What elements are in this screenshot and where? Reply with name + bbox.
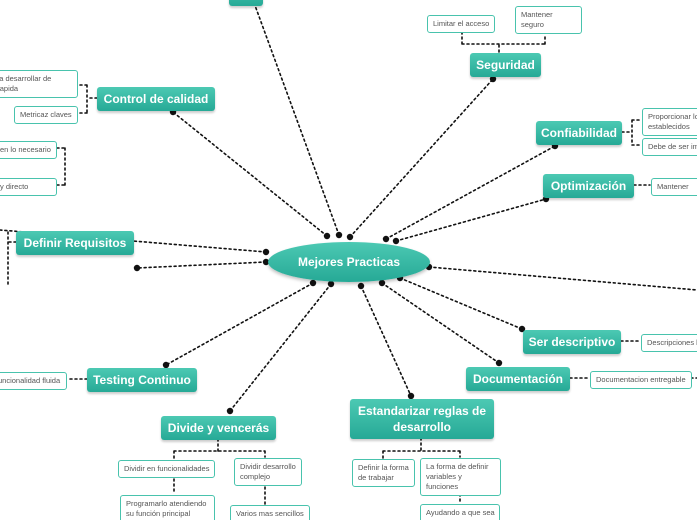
topic-optimizacion[interactable]: Optimización bbox=[543, 174, 634, 198]
subtopic-forma-definir[interactable]: La forma de definir variables y funcione… bbox=[420, 458, 501, 496]
subtopic-programarlo[interactable]: Programarlo atendiendo su función princi… bbox=[120, 495, 215, 520]
edge-root-right-offscreen bbox=[428, 266, 697, 291]
topic-definir-requisitos[interactable]: Definir Requisitos bbox=[16, 231, 134, 255]
topic-testing-continuo-label: Testing Continuo bbox=[93, 373, 191, 387]
edge-root-control-calidad bbox=[172, 111, 328, 237]
topic-estandarizar-label: Estandarizar reglas de desarrollo bbox=[357, 404, 487, 434]
subtopic-doc-entregable[interactable]: Documentacion entregable bbox=[590, 371, 692, 389]
edge-control-calidad-subs bbox=[77, 84, 98, 114]
dot-divide bbox=[226, 407, 234, 415]
topic-divide-venceras[interactable]: Divide y vencerás bbox=[161, 416, 276, 440]
topic-definir-requisitos-label: Definir Requisitos bbox=[23, 236, 127, 250]
edge-root-confiabilidad bbox=[385, 145, 556, 240]
dot-root-estandarizar bbox=[357, 282, 365, 290]
edge-root-testing-continuo bbox=[165, 282, 314, 366]
subtopic-limitar-acceso[interactable]: Limitar el acceso bbox=[427, 15, 496, 33]
edge-root-optimizacion bbox=[395, 198, 547, 242]
subtopic-en-lo-necesario[interactable]: en lo necesario bbox=[0, 141, 57, 159]
edge-divide-subs bbox=[173, 438, 266, 505]
subtopic-debe-ser[interactable]: Debe de ser im bbox=[642, 138, 697, 156]
topic-control-calidad[interactable]: Control de calidad bbox=[97, 87, 215, 111]
edge-confiabilidad-subs bbox=[621, 119, 642, 146]
dot-root-top bbox=[335, 231, 343, 239]
edge-estandarizar-subs bbox=[382, 437, 461, 504]
topic-documentacion[interactable]: Documentación bbox=[466, 367, 570, 391]
subtopic-y-directo[interactable]: y directo bbox=[0, 178, 57, 196]
topic-confiabilidad-label: Confiabilidad bbox=[541, 126, 617, 140]
subtopic-dividir-desarrollo[interactable]: Dividir desarrollo complejo bbox=[234, 458, 302, 486]
subtopic-ayudando[interactable]: Ayudando a que sea bbox=[420, 504, 500, 520]
topic-seguridad-label: Seguridad bbox=[476, 58, 535, 72]
dot-root-definir bbox=[262, 258, 270, 266]
subtopic-mantener-seguro[interactable]: Mantener seguro bbox=[515, 6, 582, 34]
dot-testing bbox=[162, 361, 170, 369]
edge-root-ser-descriptivo bbox=[399, 277, 523, 330]
topic-offscreen-top[interactable] bbox=[229, 0, 263, 6]
subtopic-descripciones[interactable]: Descripciones b bbox=[641, 334, 697, 352]
topic-ser-descriptivo[interactable]: Ser descriptivo bbox=[523, 330, 621, 354]
subtopic-dividir-funcionalidades[interactable]: Dividir en funcionalidades bbox=[118, 460, 216, 478]
edge-seguridad-subs bbox=[461, 30, 546, 53]
dot-root-control bbox=[323, 232, 331, 240]
edge-root-definir-requisitos bbox=[136, 261, 267, 269]
topic-control-calidad-label: Control de calidad bbox=[103, 92, 209, 106]
subtopic-ayuda-desarrollar[interactable]: Ayuda a desarrollar de forma rapida bbox=[0, 70, 78, 98]
topic-seguridad[interactable]: Seguridad bbox=[470, 53, 541, 77]
subtopic-funcionalidad-fluida[interactable]: uncionalidad fluida bbox=[0, 372, 67, 390]
subtopic-varios-sencillos[interactable]: Varios mas sencillos bbox=[230, 505, 310, 520]
subtopic-definir-forma[interactable]: Definir la forma de trabajar bbox=[352, 459, 415, 487]
edge-root-documentacion bbox=[381, 282, 500, 364]
dot-seguridad bbox=[489, 75, 497, 83]
edge-root-estandarizar bbox=[360, 285, 412, 397]
topic-optimizacion-label: Optimización bbox=[550, 179, 627, 193]
edge-root-top-offscreen bbox=[252, 0, 340, 236]
dot-root-confiabilidad bbox=[382, 235, 390, 243]
dot-root-testing bbox=[309, 279, 317, 287]
dot-root-optimizacion bbox=[392, 237, 400, 245]
topic-testing-continuo[interactable]: Testing Continuo bbox=[87, 368, 197, 392]
subtopic-mantener[interactable]: Mantener bbox=[651, 178, 697, 196]
dot-root-seguridad bbox=[346, 233, 354, 241]
edge-root-divide-venceras bbox=[229, 283, 332, 412]
subtopic-metricas-claves[interactable]: Metricaz claves bbox=[14, 106, 78, 124]
root-node[interactable]: Mejores Practicas bbox=[268, 242, 430, 282]
root-label: Mejores Practicas bbox=[297, 255, 401, 269]
edge-definir-requisitos-subs bbox=[7, 231, 17, 287]
dot-estandarizar bbox=[407, 392, 415, 400]
dot-root-doc bbox=[378, 279, 386, 287]
dot-root-divide bbox=[327, 280, 335, 288]
dot-definir bbox=[133, 264, 141, 272]
dot-doc bbox=[495, 359, 503, 367]
subtopic-proporcionar[interactable]: Proporcionar lo establecidos bbox=[642, 108, 697, 136]
topic-confiabilidad[interactable]: Confiabilidad bbox=[536, 121, 622, 145]
topic-divide-venceras-label: Divide y vencerás bbox=[167, 421, 270, 435]
topic-estandarizar[interactable]: Estandarizar reglas de desarrollo bbox=[350, 399, 494, 439]
topic-ser-descriptivo-label: Ser descriptivo bbox=[528, 335, 616, 349]
edge-left-fragment bbox=[56, 147, 66, 186]
edge-root-seguridad bbox=[349, 78, 494, 238]
topic-documentacion-label: Documentación bbox=[472, 372, 563, 386]
dot-root-left bbox=[262, 248, 270, 256]
